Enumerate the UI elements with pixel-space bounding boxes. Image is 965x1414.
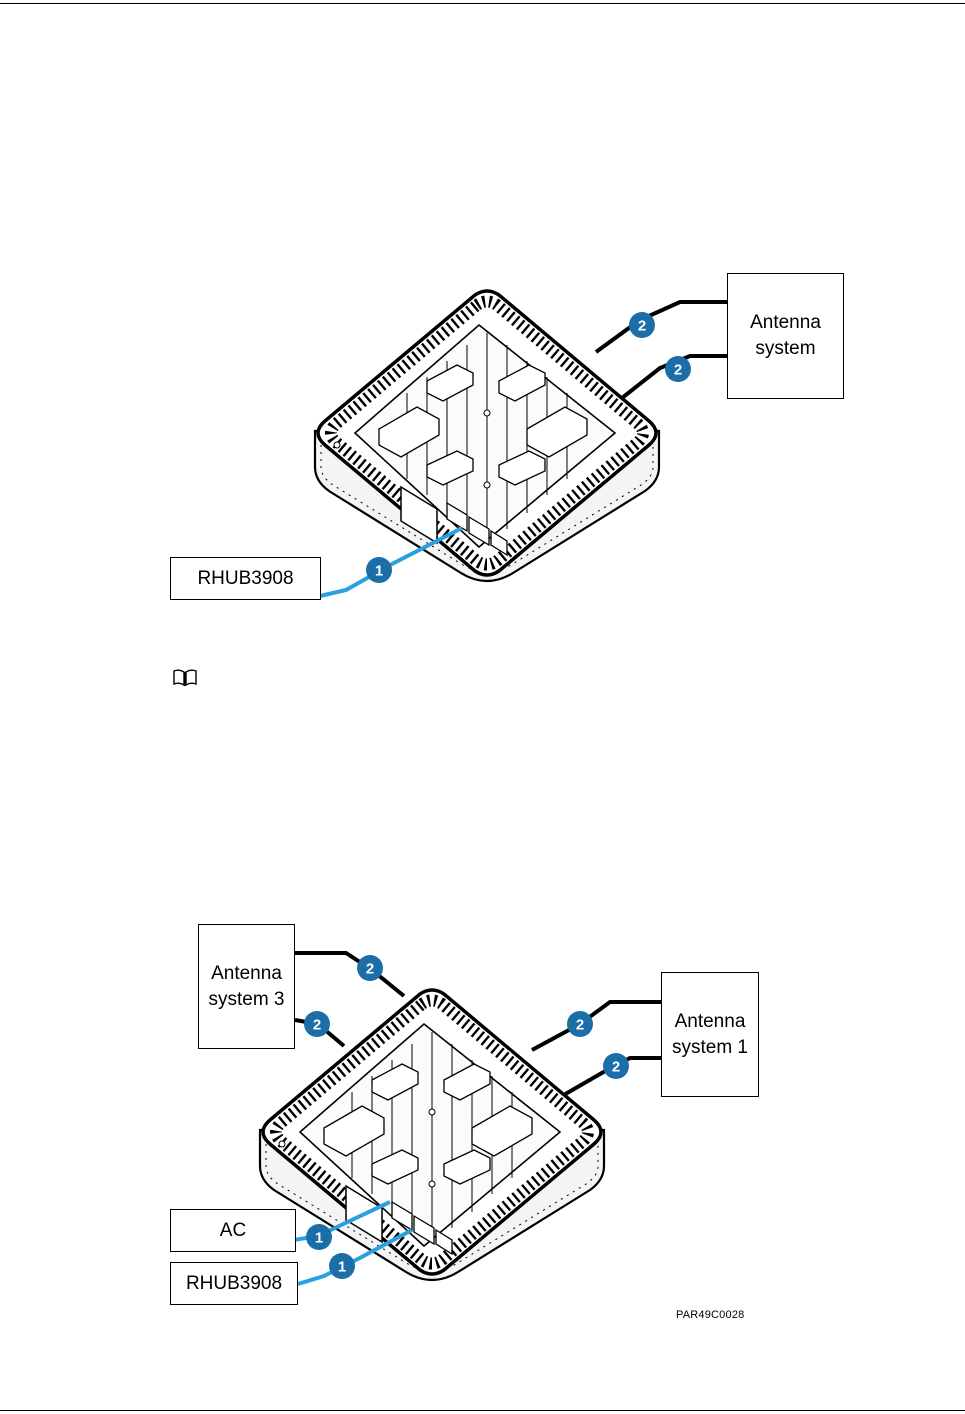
callout-rf-label: 2 [612, 1059, 620, 1076]
callout-cpri-label: 1 [315, 1230, 323, 1247]
callout-rf-1: 2 [629, 312, 655, 338]
callout-rf-antenna1-lower: 2 [603, 1053, 629, 1079]
callout-ac: 1 [306, 1224, 332, 1250]
cable-rf-antenna3-upper [295, 953, 404, 996]
antenna-system-1-box: Antenna system 1 [661, 972, 759, 1097]
antenna-system-label: Antenna system [738, 310, 834, 362]
callout-rf-label: 2 [576, 1017, 584, 1034]
rhub-box: RHUB3908 [170, 557, 321, 600]
callout-cpri: 1 [329, 1253, 355, 1279]
antenna-system-box: Antenna system [727, 273, 844, 399]
rhub-label: RHUB3908 [186, 1271, 282, 1297]
cable-rf-antenna1-upper [532, 1002, 662, 1050]
antenna-system-3-label: Antenna system 3 [201, 961, 293, 1013]
ac-label: AC [220, 1218, 246, 1244]
footer-rule [0, 1410, 965, 1411]
antenna-system-1-label: Antenna system 1 [664, 1009, 756, 1061]
remote-unit-device [315, 291, 659, 581]
book-icon [172, 668, 198, 688]
figure-1: 2 2 1 [315, 291, 728, 596]
figure-id: PAR49C0028 [676, 1309, 744, 1321]
callout-rf-label: 2 [366, 961, 374, 978]
rhub-box: RHUB3908 [170, 1262, 298, 1305]
cable-rf-upper [596, 302, 728, 352]
figure-2: 2 2 2 2 1 1 [260, 953, 662, 1284]
callout-rf-antenna1-upper: 2 [567, 1011, 593, 1037]
callout-rf-antenna3-upper: 2 [357, 955, 383, 981]
cable-cpri [320, 528, 462, 596]
antenna-system-3-box: Antenna system 3 [198, 924, 295, 1049]
callout-cpri: 1 [366, 557, 392, 583]
callout-rf-label: 2 [638, 318, 646, 335]
callout-rf-2: 2 [665, 356, 691, 382]
ac-box: AC [170, 1209, 296, 1252]
callout-rf-antenna3-lower: 2 [304, 1011, 330, 1037]
rhub-label: RHUB3908 [197, 566, 293, 592]
callout-rf-label: 2 [674, 362, 682, 379]
callout-cpri-label: 1 [338, 1259, 346, 1276]
callout-rf-label: 2 [313, 1017, 321, 1034]
callout-cpri-label: 1 [375, 563, 383, 580]
